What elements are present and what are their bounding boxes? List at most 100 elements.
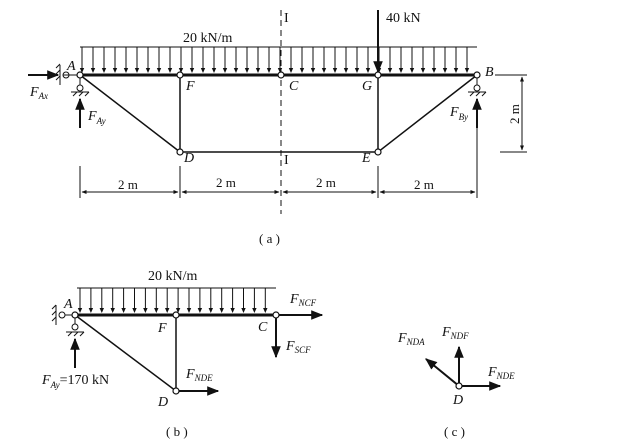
truss-members-a	[79, 73, 478, 153]
load-arrowhead	[255, 68, 261, 73]
label-c: C	[289, 79, 299, 94]
load-arrowhead	[252, 308, 257, 313]
load-arrowhead	[230, 308, 235, 313]
nodes-a	[76, 71, 481, 156]
load-arrowhead	[165, 308, 170, 313]
load-arrowhead	[277, 68, 283, 73]
load-arrowhead	[219, 308, 224, 313]
node-e	[374, 148, 382, 156]
distributed-load-b	[77, 287, 276, 313]
force-fnde-label-b: FNDE	[185, 367, 213, 383]
load-arrowhead	[134, 68, 140, 73]
load-arrowhead	[299, 68, 305, 73]
load-arrowhead	[241, 308, 246, 313]
label-d: D	[183, 151, 194, 166]
svg-text:F: F	[157, 321, 167, 336]
caption-a: ( a )	[259, 231, 280, 246]
load-arrowhead	[233, 68, 239, 73]
load-arrowhead	[189, 68, 195, 73]
force-fax-label: FAx	[29, 85, 48, 101]
node-a	[76, 71, 84, 79]
load-arrowhead	[123, 68, 129, 73]
load-arrowhead	[121, 308, 126, 313]
label-e: E	[361, 151, 371, 166]
dim-4: 2 m	[414, 177, 434, 192]
load-arrowhead	[79, 68, 85, 73]
dim-2: 2 m	[216, 175, 236, 190]
load-arrowhead	[132, 308, 137, 313]
load-arrowhead	[343, 68, 349, 73]
load-arrowhead	[143, 308, 148, 313]
load-arrowhead	[178, 68, 184, 73]
load-arrowhead	[167, 68, 173, 73]
distributed-load-a	[79, 46, 477, 73]
horizontal-dimensions	[79, 105, 478, 198]
load-arrowhead	[175, 308, 181, 313]
load-arrowhead	[244, 68, 250, 73]
height-dimension	[495, 74, 527, 153]
node-d-c	[455, 382, 463, 390]
load-arrowhead	[156, 68, 162, 73]
force-fay-label: FAy	[87, 109, 106, 126]
load-arrowhead	[409, 68, 415, 73]
section-label-top: I	[284, 11, 289, 26]
load-arrowhead	[310, 68, 316, 73]
load-arrowhead	[442, 68, 448, 73]
node-labels-a: A F C G B D E	[66, 59, 494, 166]
force-fscf-label: FSCF	[285, 339, 311, 355]
node-f	[176, 71, 184, 79]
load-arrowhead	[464, 68, 470, 73]
load-arrowhead	[112, 68, 118, 73]
load-arrowhead	[431, 68, 437, 73]
load-arrowhead	[77, 308, 83, 313]
label-f: F	[185, 79, 195, 94]
node-c	[277, 71, 285, 79]
caption-c: ( c )	[444, 424, 465, 439]
load-arrowhead	[88, 308, 94, 313]
load-arrowhead	[321, 68, 327, 73]
load-arrowhead	[211, 68, 217, 73]
distributed-load-label-b: 20 kN/m	[148, 269, 198, 284]
load-arrowhead	[186, 308, 192, 313]
figure-b: 20 kN/m FNCF	[41, 269, 324, 439]
nodes-b	[71, 311, 280, 395]
label-a: A	[66, 59, 76, 74]
label-d-c: D	[452, 393, 463, 408]
force-fby-label: FBy	[449, 105, 468, 122]
load-arrowhead	[99, 308, 104, 313]
force-fndf-label: FNDF	[441, 325, 469, 341]
label-b: B	[485, 65, 494, 80]
load-arrowhead	[197, 308, 203, 313]
member-eb	[377, 74, 478, 153]
load-arrowhead	[90, 68, 96, 73]
load-arrowhead	[208, 308, 213, 313]
load-arrowhead	[101, 68, 107, 73]
distributed-load-label: 20 kN/m	[183, 31, 233, 46]
load-arrowhead	[110, 308, 115, 313]
svg-text:C: C	[258, 320, 268, 335]
node-d	[176, 148, 184, 156]
load-arrowhead	[145, 68, 151, 73]
load-arrows	[77, 288, 268, 313]
load-arrowhead	[288, 68, 294, 73]
caption-b: ( b )	[166, 424, 188, 439]
support-a-pin-vertical	[76, 84, 84, 92]
load-arrowhead	[263, 308, 268, 313]
load-arrows	[79, 47, 470, 73]
load-arrowhead	[354, 68, 360, 73]
load-arrowhead	[222, 68, 228, 73]
svg-text:A: A	[63, 297, 73, 312]
dim-1: 2 m	[118, 177, 138, 192]
force-fay-label-b: FAy=170 kN	[41, 373, 109, 390]
load-arrowhead	[387, 68, 393, 73]
node-b	[473, 71, 481, 79]
support-a-b	[51, 304, 85, 337]
node-g	[374, 71, 382, 79]
load-arrowhead	[154, 308, 159, 313]
figure-a: 20 kN/m 40 kN I I	[28, 10, 527, 246]
force-fnda-arrow	[425, 358, 460, 387]
figure-c: FNDA FNDF FNDE D ( c )	[397, 325, 515, 439]
dim-3: 2 m	[316, 175, 336, 190]
node-labels-b: A F C D	[63, 297, 268, 410]
support-b	[468, 78, 487, 97]
